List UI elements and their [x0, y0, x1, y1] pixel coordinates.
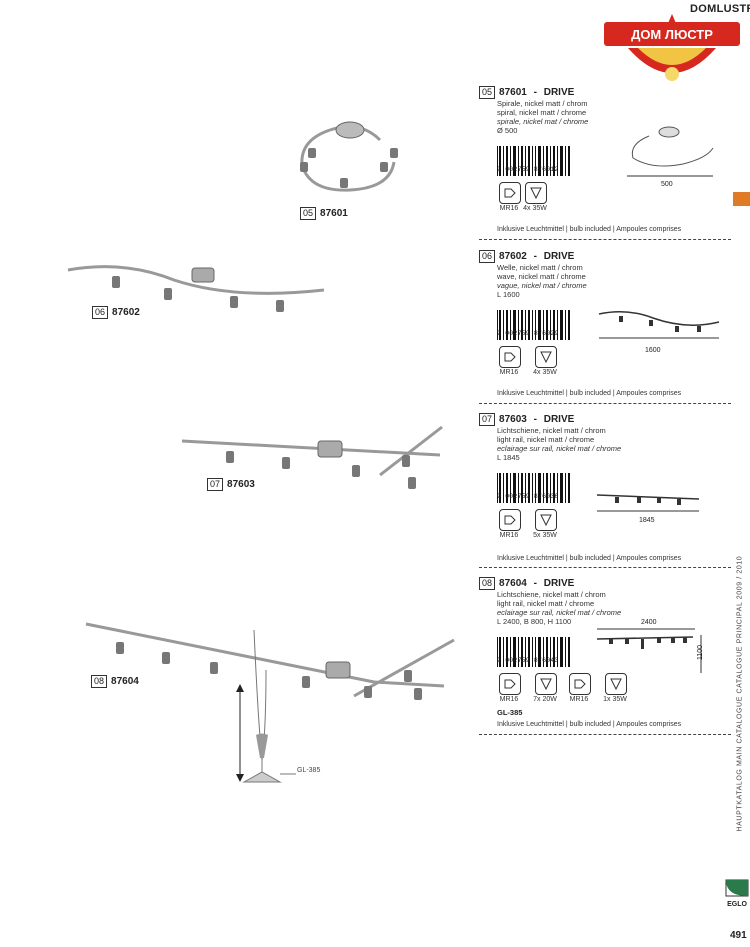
site-url[interactable]: DOMLUSTR.RU [690, 3, 750, 15]
eglo-logo: EGLO [724, 878, 750, 908]
pendant-code: GL-385 [497, 708, 523, 717]
icon-label: MR16 [499, 369, 519, 376]
dimension-label-height: 1100 [697, 644, 705, 661]
bulb-included-note: Inklusive Leuchtmittel | bulb included |… [497, 721, 682, 728]
halogen-bulb-icon [535, 509, 557, 531]
product-photo-87604 [85, 622, 455, 783]
barcode [497, 473, 570, 503]
pendant-label: GL-385 [297, 767, 321, 774]
dimension-drawing [598, 311, 720, 339]
dimension-drawing [627, 126, 714, 177]
bulb-included-note: Inklusive Leuchtmittel | bulb included |… [497, 390, 682, 397]
dimension-label: 1845 [639, 517, 655, 524]
barcode [497, 310, 570, 340]
divider [479, 734, 731, 735]
product-photo-87603 [181, 425, 443, 489]
icon-label: 4x 35W [523, 205, 547, 212]
page-number: 491 [730, 930, 747, 941]
divider [479, 403, 731, 404]
logo-text: ДОМ ЛЮСТР [631, 27, 713, 42]
bulb-included-note: Inklusive Leuchtmittel | bulb included |… [497, 226, 682, 233]
mr16-bulb-icon [499, 509, 521, 531]
icon-label: 5x 35W [533, 532, 557, 539]
catalogue-side-text: HAUPTKATALOG MAIN CATALOGUE CATALOGUE PR… [736, 555, 744, 832]
bulb-included-note: Inklusive Leuchtmittel | bulb included |… [497, 555, 682, 562]
icon-label: 7x 20W [533, 696, 557, 703]
dimension-label: 2400 [641, 619, 657, 626]
divider [479, 567, 731, 568]
dom-lustr-logo: ДОМ ЛЮСТР [604, 14, 740, 81]
icon-label: MR16 [499, 205, 519, 212]
product-photo-87602 [67, 265, 325, 312]
icon-label: MR16 [499, 696, 519, 703]
barcode-number: 9 002759 876043 [497, 657, 559, 664]
mr16-bulb-icon [569, 673, 591, 695]
icon-label: 4x 35W [533, 369, 557, 376]
dimension-label: 1600 [645, 347, 661, 354]
halogen-bulb-icon [525, 182, 547, 204]
barcode-number: 9 002759 876029 [497, 330, 559, 337]
icon-label: MR16 [499, 532, 519, 539]
barcode-number: 9 002759 876036 [497, 493, 559, 500]
mr16-bulb-icon [499, 182, 521, 204]
dimension-drawing [596, 628, 702, 673]
icon-label: MR16 [569, 696, 589, 703]
dimension-label: 500 [661, 181, 673, 188]
divider [479, 239, 731, 240]
section-tab [733, 192, 750, 206]
icon-label: 1x 35W [603, 696, 627, 703]
barcode [497, 146, 570, 176]
product-photo-87601 [300, 121, 398, 192]
dimension-drawing [596, 494, 700, 512]
halogen-bulb-icon [605, 673, 627, 695]
halogen-bulb-icon [535, 673, 557, 695]
mr16-bulb-icon [499, 346, 521, 368]
mr16-bulb-icon [499, 673, 521, 695]
barcode [497, 637, 570, 667]
halogen-bulb-icon [535, 346, 557, 368]
barcode-number: 9 002759 876012 [497, 166, 559, 173]
